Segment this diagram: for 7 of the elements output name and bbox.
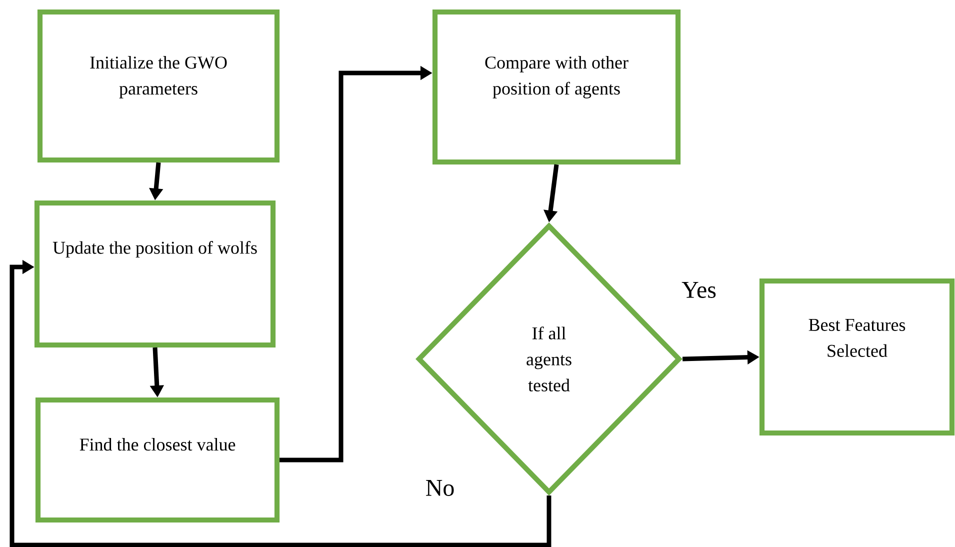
arrow (10, 260, 552, 547)
process-box: Compare with other position of agents (432, 9, 681, 165)
process-box: Update the position of wolfs (34, 200, 276, 348)
process-box: Best Features Selected (759, 278, 955, 436)
process-box: Initialize the GWO parameters (37, 9, 280, 163)
edge-label: No (422, 477, 458, 499)
process-box: Find the closest value (35, 397, 280, 523)
